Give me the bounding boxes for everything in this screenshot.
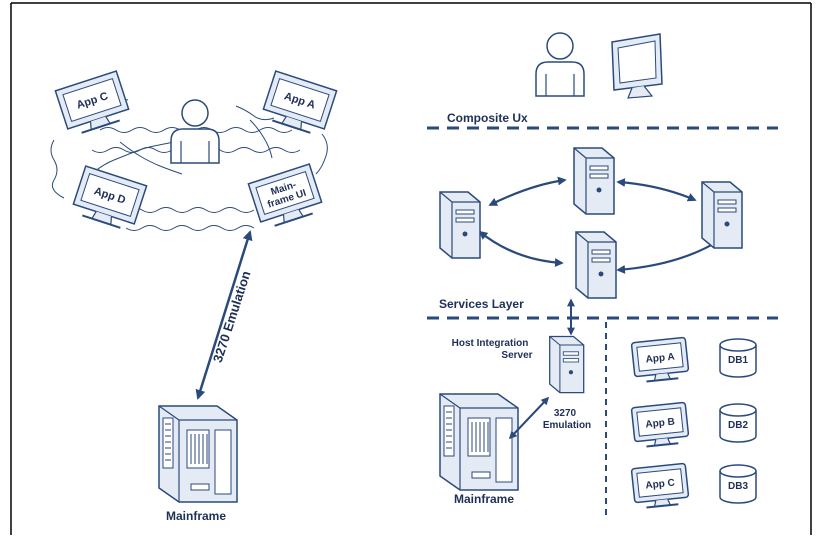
right-mainframe-icon [439, 393, 519, 491]
right-mainframe-label: Mainframe [454, 492, 514, 506]
host-integration-label-line2: Server [501, 350, 532, 361]
db3-icon: DB3 [719, 464, 757, 504]
composite-ux-label: Composite Ux [447, 111, 528, 125]
server-icon-right [701, 181, 743, 249]
desktop-monitor-icon [611, 33, 663, 99]
app-a-monitor: App A [259, 70, 338, 138]
db2-icon: DB2 [719, 403, 757, 443]
host-integration-label-line1: Host Integration [452, 338, 529, 349]
app-a-small-monitor: App A [630, 336, 691, 384]
db1-icon: DB1 [719, 338, 757, 378]
db3-label: DB3 [728, 481, 748, 492]
services-layer-label: Services Layer [439, 297, 524, 311]
right-app-a-label: App A [645, 352, 675, 366]
server-icon-left [439, 191, 481, 259]
right-emulation-label-line1: 3270 [554, 408, 577, 419]
db2-label: DB2 [728, 420, 748, 431]
left-panel: App C App A App D Main- frame UI 3270 Em… [50, 70, 338, 523]
right-panel: Composite Ux Services Layer Host Integra… [427, 32, 778, 520]
left-mainframe-label: Mainframe [166, 509, 226, 523]
app-b-small-monitor: App B [630, 401, 691, 449]
right-app-b-label: App B [645, 416, 675, 430]
app-c-monitor: App C [54, 70, 133, 138]
right-app-c-label: App C [645, 477, 675, 491]
db1-label: DB1 [728, 355, 748, 366]
mainframe-ui-monitor: Main- frame UI [247, 163, 326, 231]
left-emulation-label: 3270 Emulation [210, 269, 254, 364]
server-icon-bottom [575, 231, 617, 299]
composite-user-icon [535, 32, 585, 97]
right-emulation-arrow [508, 396, 550, 440]
app-d-monitor: App D [69, 165, 148, 233]
user-icon [170, 99, 220, 164]
app-c-small-monitor: App C [630, 462, 691, 510]
emulation-arrow [195, 230, 253, 400]
server-icon-top [573, 147, 615, 215]
host-server-icon [549, 335, 585, 394]
right-emulation-label-line2: Emulation [543, 420, 591, 431]
mainframe-icon [158, 405, 238, 503]
